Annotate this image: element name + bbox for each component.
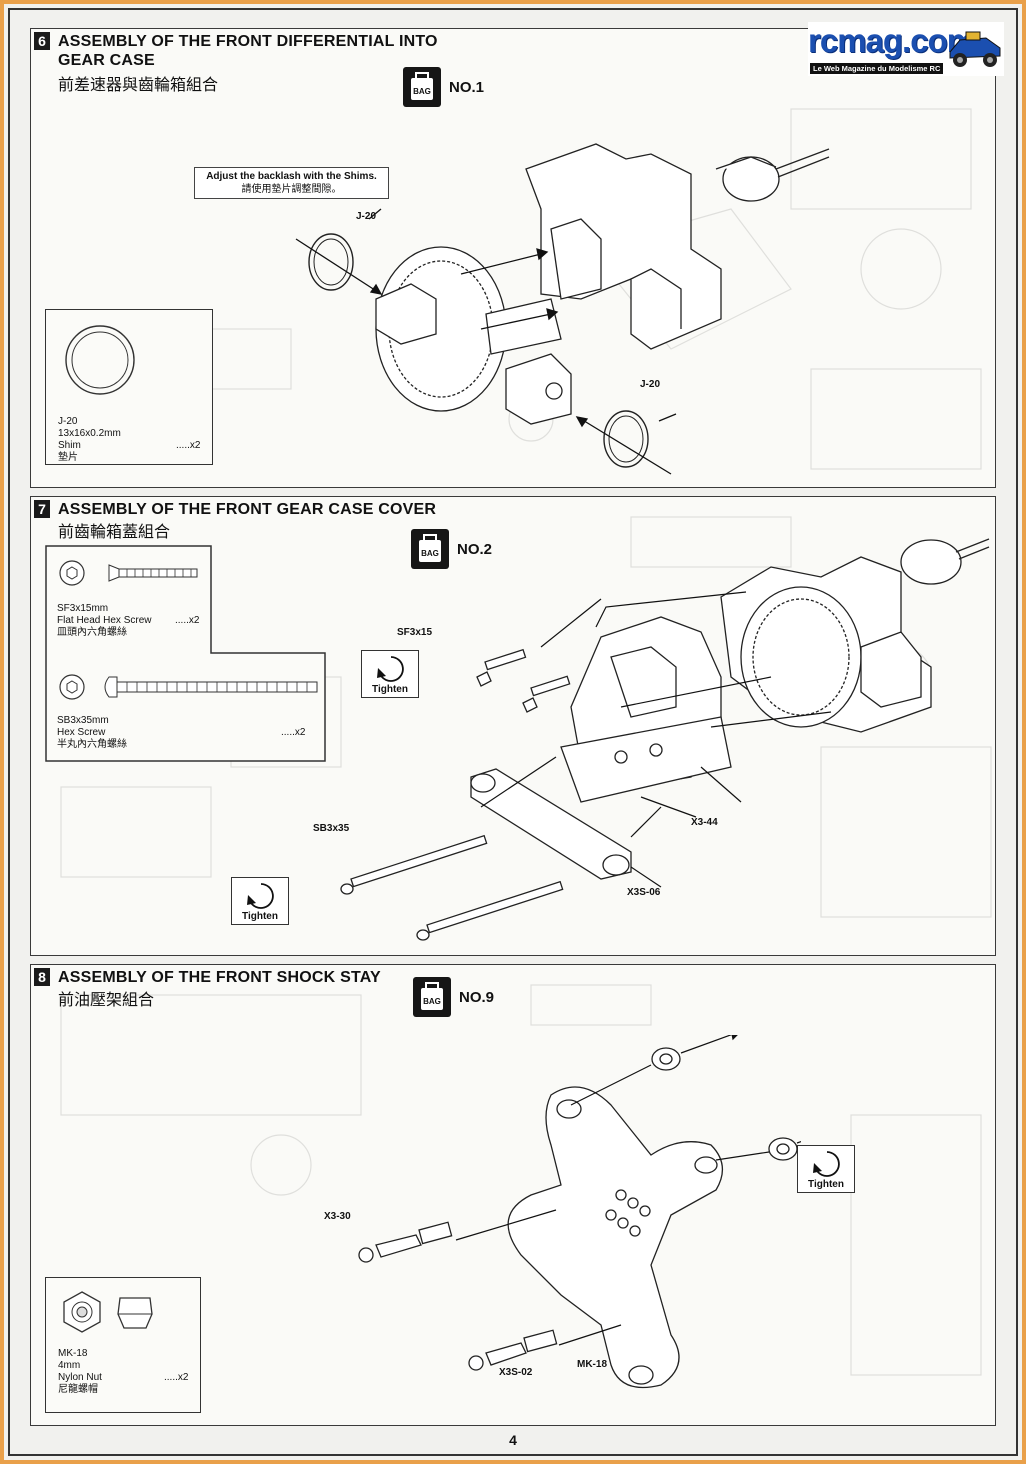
tighten-instruction: Tighten [797, 1145, 855, 1193]
part-description: J-20 13x16x0.2mm Shim 墊片 [58, 416, 121, 464]
step-title: ASSEMBLY OF THE FRONT DIFFERENTIAL INTO … [58, 33, 438, 69]
bag-number: NO.9 [459, 988, 495, 1006]
backlash-note: Adjust the backlash with the Shims. 請使用墊… [194, 167, 389, 199]
part-code: SB3x35mm [57, 715, 109, 726]
callout-label: X3S-02 [499, 1367, 533, 1378]
part-name-zh: 尼龍螺帽 [58, 1384, 98, 1395]
rotate-clockwise-icon [377, 656, 404, 682]
step-7-panel: 7 ASSEMBLY OF THE FRONT GEAR CASE COVER … [30, 496, 996, 956]
part-quantity: .....x2 [164, 1372, 189, 1383]
bag-icon: BAG [413, 977, 451, 1017]
logo-tagline: Le Web Magazine du Modelisme RC [810, 63, 944, 74]
page-number: 4 [509, 1432, 517, 1448]
part-size: 4mm [58, 1360, 81, 1371]
part-name: Flat Head Hex Screw [57, 615, 152, 626]
callout-label: X3-30 [324, 1211, 351, 1222]
part-description: MK-18 4mm Nylon Nut 尼龍螺帽 [58, 1348, 102, 1396]
part-quantity: .....x2 [175, 615, 200, 626]
step-title: ASSEMBLY OF THE FRONT SHOCK STAY [58, 969, 381, 986]
rotate-clockwise-icon [813, 1151, 840, 1177]
part-description: SB3x35mm Hex Screw 半丸內六角螺絲 [57, 715, 127, 751]
part-code: MK-18 [58, 1348, 88, 1359]
step-title-zh: 前油壓架組合 [58, 990, 155, 1009]
note-text: Adjust the backlash with the Shims. [206, 171, 377, 182]
rcmag-logo: rcmag.com Le Web Magazine du Modelisme R… [808, 22, 1004, 76]
part-quantity: .....x2 [281, 727, 306, 738]
step-title-zh: 前齒輪箱蓋組合 [58, 522, 171, 541]
parts-box-J-20: J-20 13x16x0.2mm Shim 墊片 .....x2 [45, 309, 213, 465]
rotate-clockwise-icon [247, 883, 274, 909]
differential-assembly-diagram [295, 143, 830, 475]
tighten-instruction: Tighten [231, 877, 289, 925]
step-number: 8 [34, 968, 50, 986]
bag-number: NO.1 [449, 78, 485, 96]
callout-label: MK-18 [577, 1359, 608, 1370]
part-name: Shim [58, 440, 81, 451]
logo-text: rcmag.com [808, 22, 976, 59]
part-code: J-20 [58, 416, 78, 427]
parts-bag-indicator: BAG NO.2 [411, 529, 492, 569]
parts-box-outline [45, 545, 326, 762]
tighten-label: Tighten [242, 911, 278, 922]
bag-icon-text: BAG [423, 997, 441, 1006]
parts-bag-indicator: BAG NO.9 [413, 977, 494, 1017]
bag-number: NO.2 [457, 540, 493, 558]
bag-icon: BAG [411, 529, 449, 569]
shim-icon [65, 325, 135, 395]
part-name-zh: 半丸內六角螺絲 [57, 739, 127, 750]
part-name: Nylon Nut [58, 1372, 102, 1383]
part-name-zh: 皿頭內六角螺絲 [57, 627, 127, 638]
rc-car-icon [949, 31, 1001, 67]
step-8-panel: 8 ASSEMBLY OF THE FRONT SHOCK STAY 前油壓架組… [30, 964, 996, 1426]
step-number: 7 [34, 500, 50, 518]
callout-label: X3-44 [691, 817, 718, 828]
hex-screw-icon [59, 674, 318, 700]
part-size: 13x16x0.2mm [58, 428, 121, 439]
callout-label: J-20 [640, 379, 661, 390]
nylon-nut-icon [63, 1291, 153, 1333]
step-title: ASSEMBLY OF THE FRONT GEAR CASE COVER [58, 501, 437, 518]
part-name-zh: 墊片 [58, 452, 78, 463]
tighten-label: Tighten [808, 1179, 844, 1190]
note-text-zh: 請使用墊片調整間隙。 [241, 184, 342, 195]
bag-icon: BAG [403, 67, 441, 107]
part-name: Hex Screw [57, 727, 106, 738]
step-6-panel: 6 ASSEMBLY OF THE FRONT DIFFERENTIAL INT… [30, 28, 996, 488]
flat-head-screw-icon [59, 560, 198, 586]
bag-icon-text: BAG [421, 549, 439, 558]
callout-label: X3S-06 [627, 887, 661, 898]
bag-icon-text: BAG [413, 87, 431, 96]
tighten-instruction: Tighten [361, 650, 419, 698]
part-description: SF3x15mm Flat Head Hex Screw 皿頭內六角螺絲 [57, 603, 151, 639]
step-title-zh: 前差速器與齒輪箱組合 [58, 75, 219, 94]
page-border [8, 8, 1018, 1456]
gear-case-cover-diagram [340, 538, 990, 941]
shock-stay-diagram [358, 1035, 801, 1389]
callout-label: SB3x35 [313, 823, 350, 834]
tighten-label: Tighten [372, 684, 408, 695]
part-quantity: .....x2 [176, 440, 201, 451]
part-code: SF3x15mm [57, 603, 109, 614]
parts-bag-indicator: BAG NO.1 [403, 67, 484, 107]
callout-label: SF3x15 [397, 627, 433, 638]
callout-label: J-20 [356, 211, 377, 222]
parts-box-MK-18: MK-18 4mm Nylon Nut 尼龍螺帽 .....x2 [45, 1277, 201, 1413]
step-number: 6 [34, 32, 50, 50]
